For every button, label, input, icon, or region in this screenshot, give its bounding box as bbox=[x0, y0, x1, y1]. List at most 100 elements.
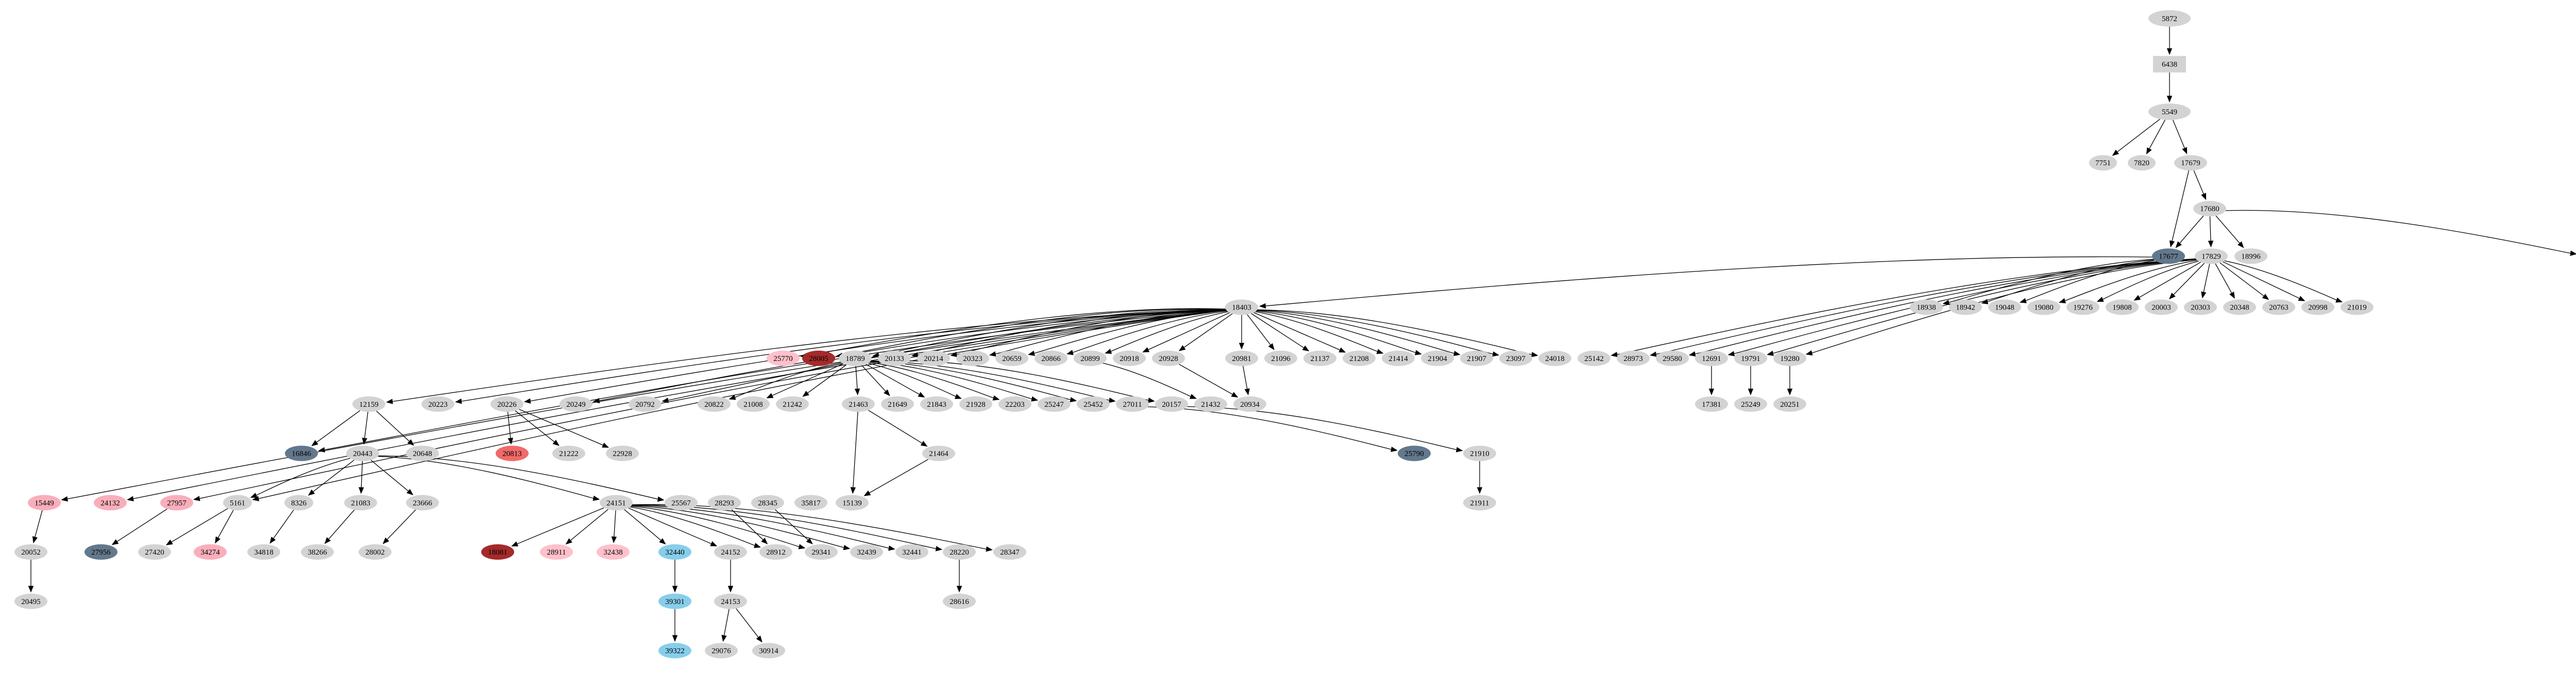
node-ellipse[interactable] bbox=[708, 495, 741, 511]
graph-node[interactable]: 28911 bbox=[540, 544, 573, 560]
graph-node[interactable]: 19048 bbox=[1988, 299, 2021, 315]
node-ellipse[interactable] bbox=[805, 544, 838, 560]
node-ellipse[interactable] bbox=[1225, 299, 1258, 315]
graph-node[interactable]: 25247 bbox=[1038, 396, 1071, 412]
node-ellipse[interactable] bbox=[160, 495, 193, 511]
graph-node[interactable]: 28220 bbox=[943, 544, 976, 560]
node-ellipse[interactable] bbox=[1617, 350, 1650, 366]
node-ellipse[interactable] bbox=[1734, 396, 1767, 412]
node-ellipse[interactable] bbox=[842, 396, 875, 412]
graph-node[interactable]: 21463 bbox=[842, 396, 875, 412]
graph-node[interactable]: 20251 bbox=[1773, 396, 1806, 412]
graph-node[interactable]: 23666 bbox=[406, 495, 439, 511]
node-ellipse[interactable] bbox=[540, 544, 573, 560]
node-ellipse[interactable] bbox=[2174, 155, 2207, 171]
node-ellipse[interactable] bbox=[881, 396, 914, 412]
graph-node[interactable]: 12691 bbox=[1695, 350, 1728, 366]
node-ellipse[interactable] bbox=[2152, 248, 2185, 264]
node-ellipse[interactable] bbox=[421, 396, 454, 412]
node-ellipse[interactable] bbox=[1194, 396, 1227, 412]
graph-node[interactable]: 5549 bbox=[2148, 103, 2191, 120]
node-ellipse[interactable] bbox=[194, 544, 227, 560]
graph-node[interactable]: 18938 bbox=[1910, 299, 1943, 315]
graph-node[interactable]: 18081 bbox=[481, 544, 514, 560]
graph-node[interactable]: 21096 bbox=[1264, 350, 1297, 366]
graph-node[interactable]: 22928 bbox=[606, 445, 639, 461]
node-ellipse[interactable] bbox=[920, 396, 953, 412]
node-ellipse[interactable] bbox=[1499, 350, 1532, 366]
node-ellipse[interactable] bbox=[1343, 350, 1376, 366]
graph-node[interactable]: 28005 bbox=[802, 350, 835, 366]
node-ellipse[interactable] bbox=[84, 544, 117, 560]
graph-node[interactable]: 21242 bbox=[776, 396, 809, 412]
node-ellipse[interactable] bbox=[496, 445, 529, 461]
graph-node[interactable]: 21649 bbox=[881, 396, 914, 412]
node-ellipse[interactable] bbox=[2195, 248, 2228, 264]
node-ellipse[interactable] bbox=[1113, 350, 1146, 366]
graph-node[interactable]: 19080 bbox=[2027, 299, 2060, 315]
graph-node[interactable]: 18403 bbox=[1225, 299, 1258, 315]
graph-node[interactable]: 19808 bbox=[2106, 299, 2139, 315]
node-ellipse[interactable] bbox=[1578, 350, 1611, 366]
node-ellipse[interactable] bbox=[658, 643, 691, 659]
node-ellipse[interactable] bbox=[705, 643, 738, 659]
node-ellipse[interactable] bbox=[998, 396, 1031, 412]
node-ellipse[interactable] bbox=[284, 495, 313, 511]
graph-node[interactable]: 19791 bbox=[1734, 350, 1767, 366]
node-ellipse[interactable] bbox=[1225, 350, 1258, 366]
node-ellipse[interactable] bbox=[751, 495, 784, 511]
node-ellipse[interactable] bbox=[995, 350, 1028, 366]
node-ellipse[interactable] bbox=[490, 396, 523, 412]
graph-node[interactable]: 25142 bbox=[1578, 350, 1611, 366]
graph-node[interactable]: 27420 bbox=[138, 544, 171, 560]
graph-node[interactable]: 20003 bbox=[2145, 299, 2178, 315]
graph-node[interactable]: 20648 bbox=[406, 445, 439, 461]
graph-node[interactable]: 25790 bbox=[1398, 445, 1431, 461]
graph-node[interactable]: 7820 bbox=[2128, 155, 2156, 171]
graph-node[interactable]: 21222 bbox=[552, 445, 585, 461]
node-ellipse[interactable] bbox=[794, 495, 827, 511]
graph-node[interactable]: 17381 bbox=[1695, 396, 1728, 412]
graph-node[interactable]: 28345 bbox=[751, 495, 784, 511]
node-ellipse[interactable] bbox=[94, 495, 127, 511]
node-ellipse[interactable] bbox=[956, 350, 989, 366]
graph-node[interactable]: 29076 bbox=[705, 643, 738, 659]
node-ellipse[interactable] bbox=[1695, 350, 1728, 366]
node-ellipse[interactable] bbox=[767, 350, 800, 366]
node-ellipse[interactable] bbox=[606, 445, 639, 461]
node-ellipse[interactable] bbox=[247, 544, 280, 560]
node-ellipse[interactable] bbox=[2223, 299, 2256, 315]
node-ellipse[interactable] bbox=[658, 593, 691, 609]
graph-node[interactable]: 20822 bbox=[698, 396, 731, 412]
node-ellipse[interactable] bbox=[1460, 350, 1493, 366]
graph-node[interactable]: 20323 bbox=[956, 350, 989, 366]
graph-node[interactable]: 25567 bbox=[665, 495, 698, 511]
graph-node[interactable]: 24132 bbox=[94, 495, 127, 511]
graph-node[interactable]: 21907 bbox=[1460, 350, 1493, 366]
node-ellipse[interactable] bbox=[1155, 396, 1188, 412]
node-ellipse[interactable] bbox=[943, 593, 976, 609]
graph-node[interactable]: 15449 bbox=[28, 495, 61, 511]
graph-node[interactable]: 20223 bbox=[421, 396, 454, 412]
graph-node[interactable]: 20303 bbox=[2184, 299, 2217, 315]
graph-node[interactable]: 20918 bbox=[1113, 350, 1146, 366]
graph-node[interactable]: 20792 bbox=[629, 396, 662, 412]
graph-node[interactable]: 27956 bbox=[84, 544, 117, 560]
node-ellipse[interactable] bbox=[352, 396, 385, 412]
node-ellipse[interactable] bbox=[406, 495, 439, 511]
node-ellipse[interactable] bbox=[1074, 350, 1107, 366]
graph-node[interactable]: 20866 bbox=[1035, 350, 1067, 366]
node-ellipse[interactable] bbox=[1152, 350, 1185, 366]
graph-node[interactable]: 29341 bbox=[805, 544, 838, 560]
graph-node[interactable]: 34274 bbox=[194, 544, 227, 560]
graph-node[interactable]: 21843 bbox=[920, 396, 953, 412]
graph-node[interactable]: 23097 bbox=[1499, 350, 1532, 366]
graph-node[interactable]: 20133 bbox=[878, 350, 911, 366]
graph-node[interactable]: 27957 bbox=[160, 495, 193, 511]
node-ellipse[interactable] bbox=[922, 445, 955, 461]
graph-node[interactable]: 20763 bbox=[2262, 299, 2295, 315]
graph-node[interactable]: 16846 bbox=[285, 445, 318, 461]
node-ellipse[interactable] bbox=[1233, 396, 1266, 412]
graph-node[interactable]: 20249 bbox=[560, 396, 592, 412]
node-ellipse[interactable] bbox=[1656, 350, 1689, 366]
